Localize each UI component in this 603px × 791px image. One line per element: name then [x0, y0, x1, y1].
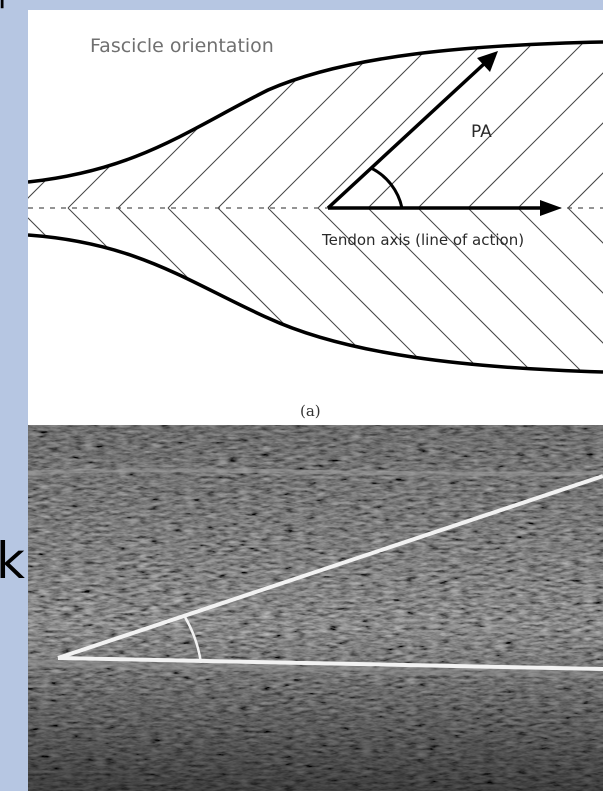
fascicle-line: [28, 208, 198, 388]
ultrasound-shading: [28, 425, 603, 791]
pennation-angle-label: PA: [471, 122, 492, 142]
fascicle-line: [568, 28, 603, 208]
tendon-axis-label: Tendon axis (line of action): [321, 231, 524, 249]
ultrasound-image: [28, 425, 603, 791]
fascicle-line: [518, 208, 603, 388]
tendon-axis-arrow: [328, 200, 562, 216]
fascicle-line: [568, 208, 603, 388]
side-text-fragment-middle: k: [0, 532, 25, 590]
fascicle-line: [418, 28, 598, 208]
fascicle-line: [168, 208, 348, 388]
diagram-title: Fascicle orientation: [90, 35, 274, 57]
pennation-diagram: Fascicle orientation PA Tendon axis (lin…: [28, 10, 603, 425]
side-text-fragment-top: P: [0, 0, 15, 15]
fascicle-line: [518, 28, 603, 208]
ultrasound-image-panel: [28, 425, 603, 791]
panel-caption: (a): [300, 402, 321, 420]
pennation-diagram-panel: Fascicle orientation PA Tendon axis (lin…: [28, 10, 603, 425]
pennation-angle-arc: [371, 168, 402, 208]
fascicle-line: [118, 208, 298, 388]
fascicle-line: [68, 208, 248, 388]
